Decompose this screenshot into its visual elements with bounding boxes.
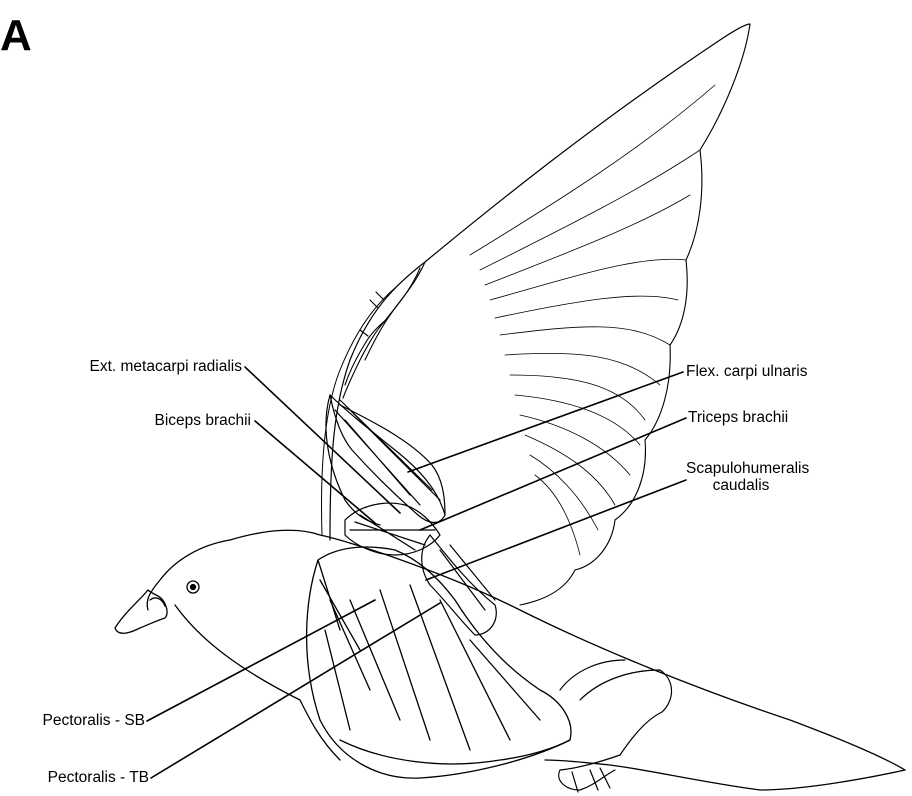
- leader-triceps: [420, 418, 686, 530]
- leader-pect-tb: [151, 603, 440, 778]
- label-scapulohumeralis-caudalis: Scapulohumeralis caudalis: [686, 460, 796, 494]
- label-scapulohumeralis-line2: caudalis: [686, 477, 796, 494]
- wing-trailing-edge: [520, 24, 750, 605]
- pectoralis-region: [307, 547, 571, 778]
- label-ext-metacarpi-radialis: Ext. metacarpi radialis: [90, 358, 242, 375]
- label-pectoralis-tb: Pectoralis - TB: [48, 769, 149, 786]
- head: [115, 540, 230, 633]
- label-pectoralis-sb: Pectoralis - SB: [42, 712, 145, 729]
- leader-flex-carpi: [408, 372, 683, 472]
- label-triceps-brachii: Triceps brachii: [688, 409, 788, 426]
- label-scapulohumeralis-line1: Scapulohumeralis: [686, 460, 796, 477]
- leader-scapulohumeralis: [426, 480, 686, 580]
- label-biceps-brachii: Biceps brachii: [155, 412, 252, 429]
- label-flex-carpi-ulnaris: Flex. carpi ulnaris: [686, 363, 807, 380]
- wing-bones: [343, 262, 425, 398]
- leader-ext-metacarpi: [245, 367, 400, 513]
- leader-pect-sb: [147, 600, 375, 721]
- body-outline: [175, 530, 905, 790]
- beak: [115, 590, 167, 633]
- panel-letter: A: [0, 14, 32, 58]
- feather-lines: [470, 85, 715, 555]
